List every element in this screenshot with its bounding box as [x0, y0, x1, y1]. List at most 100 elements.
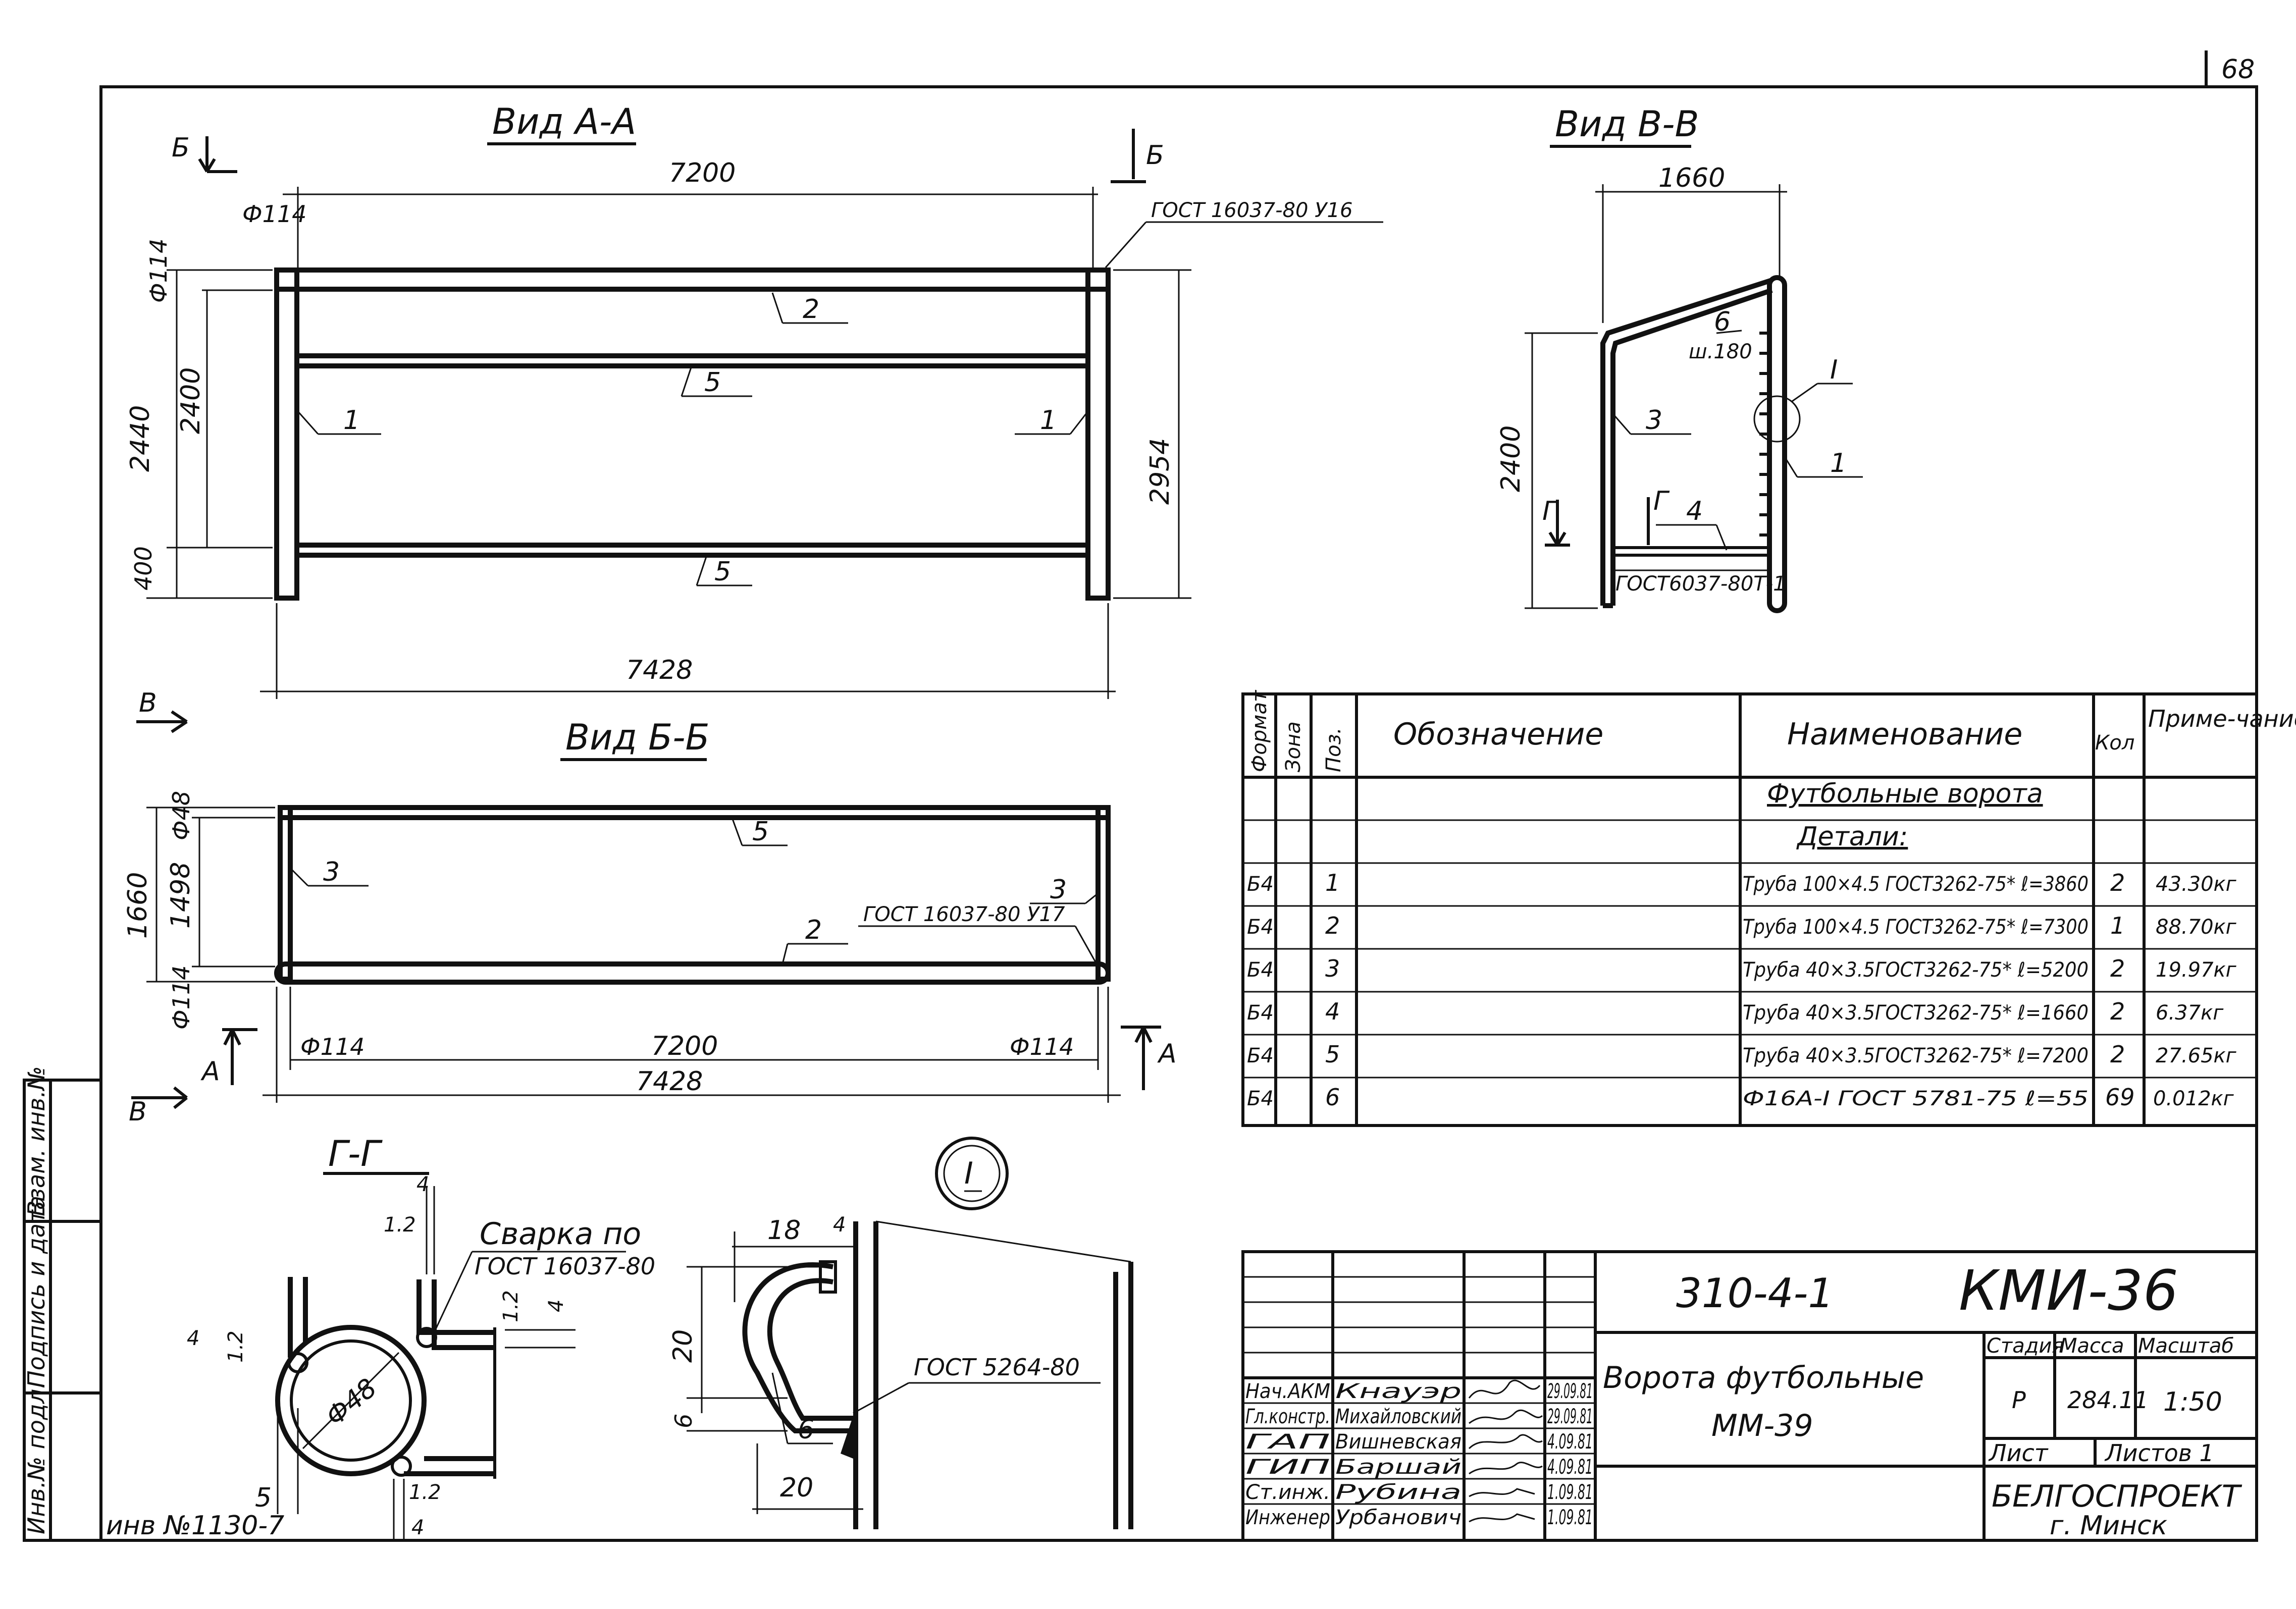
dim-aa-base: 400 [130, 546, 157, 591]
dim-aa-height-outer: 2440 [125, 405, 155, 472]
row-name: Труба 40×3.5ГОСТ3262-75* ℓ=1660 [1743, 1001, 2089, 1025]
dim-vv-height: 2400 [1496, 425, 1526, 492]
dim-bb-height-inner: 1498 [166, 862, 196, 929]
dim-bb-height-outer: 1660 [123, 872, 153, 939]
dim-gg-12-top: 1.2 [384, 1213, 416, 1237]
row-qty: 1 [2110, 912, 2125, 939]
detail-mark-vv: I [1830, 355, 1838, 385]
dim-detail-20-horiz: 20 [780, 1473, 813, 1503]
dim-aa-top: 7200 [669, 158, 736, 188]
row-note: 88.70кг [2156, 916, 2237, 939]
dim-gg-12-bottom: 1.2 [409, 1481, 441, 1504]
staff-role: ГАП [1245, 1430, 1330, 1454]
mass-label: Масса [2060, 1334, 2124, 1358]
row-qty: 69 [2105, 1084, 2135, 1111]
header-note: Приме-чание [2148, 705, 2296, 732]
dim-gg-12-right: 1.2 [499, 1290, 523, 1322]
row-qty: 2 [2110, 869, 2125, 896]
pitch-note: ш.180 [1689, 340, 1752, 363]
dim-gg-4-top: 4 [416, 1173, 429, 1196]
dim-bb-inner: 7200 [651, 1031, 718, 1061]
staff-name: Михайловский [1335, 1405, 1462, 1428]
row-name: Ф16А-I ГОСТ 5781-75 ℓ=55 [1743, 1087, 2089, 1110]
row-pos: 3 [1325, 955, 1340, 982]
pos-aa-5-mid: 5 [704, 367, 721, 398]
header-zone: Зона [1282, 721, 1305, 772]
mass-value: 284.11 [2067, 1386, 2149, 1414]
scale-value: 1:50 [2163, 1387, 2222, 1417]
row-name: Труба 100×4.5 ГОСТ3262-75* ℓ=3860 [1743, 873, 2089, 896]
weld-note-vv: ГОСТ6037-80Т-1 [1615, 572, 1786, 596]
row-pos: 5 [1325, 1041, 1340, 1068]
dim-gg-4-right: 4 [545, 1300, 568, 1312]
header-pos: Поз. [1322, 727, 1345, 772]
series-code: 310-4-1 [1676, 1270, 1834, 1317]
table-row: Б4 5 Труба 40×3.5ГОСТ3262-75* ℓ=7200 2 2… [1247, 1041, 2237, 1068]
row-pos: 4 [1325, 998, 1340, 1025]
row-note: 43.30кг [2156, 873, 2237, 896]
dim-aa-bottom: 7428 [626, 655, 693, 685]
section-gg-title: Г-Г [328, 1133, 383, 1174]
row-name: Труба 40×3.5ГОСТ3262-75* ℓ=5200 [1743, 958, 2089, 982]
dia-bb-114-left: Ф114 [300, 1033, 364, 1060]
row-format: Б4 [1247, 958, 1274, 982]
dim-gg-12-left: 1.2 [224, 1330, 247, 1363]
pos-vv-4: 4 [1686, 496, 1703, 526]
section-gg: Г-Г Ф48 Сварка по ГОСТ 16037-80 4 1.2 4 … [187, 1133, 655, 1539]
staff-date: 29.09.81 [1547, 1380, 1593, 1403]
dia-gg: Ф48 [320, 1373, 383, 1432]
detail-i: I 18 4 20 6 20 6 ГОСТ 5264-80 [668, 1137, 1133, 1529]
pos-detail-6: 6 [798, 1415, 814, 1445]
row-note: 27.65кг [2156, 1044, 2237, 1067]
spec-table: Формат Зона Поз. Обозначение Наименовани… [1241, 689, 2296, 1127]
staff-date: 29.09.81 [1547, 1405, 1593, 1428]
pos-bb-5: 5 [752, 817, 769, 847]
dim-aa-height-inner: 2400 [176, 367, 206, 434]
weld-label-gg: Сварка по [480, 1216, 641, 1252]
staff-role: Инженер [1245, 1506, 1330, 1529]
row-pos: 6 [1325, 1084, 1340, 1111]
table-row: Б4 2 Труба 100×4.5 ГОСТ3262-75* ℓ=7300 1… [1247, 912, 2237, 939]
cut-marker-v-top: В [139, 688, 157, 718]
row-note: 19.97кг [2156, 958, 2237, 982]
pos-bb-2: 2 [805, 915, 822, 945]
pos-bb-3-right: 3 [1050, 875, 1067, 905]
table-row: Б4 1 Труба 100×4.5 ГОСТ3262-75* ℓ=3860 2… [1247, 869, 2237, 896]
header-qty: Кол [2095, 731, 2134, 755]
dim-bb-outer: 7428 [636, 1066, 703, 1097]
stage-label: Стадия [1987, 1334, 2064, 1358]
pos-aa-1-left: 1 [343, 405, 360, 436]
row-pos: 2 [1325, 912, 1340, 939]
row-qty: 2 [2110, 955, 2125, 982]
staff-name: Урбанович [1335, 1506, 1462, 1529]
cut-marker-a-left: А [200, 1056, 220, 1087]
row-pos: 1 [1325, 869, 1340, 896]
pos-vv-3: 3 [1646, 405, 1662, 436]
view-bb: В Вид Б-Б Ф48 1660 1498 Ф114 3 3 5 2 ГОС… [123, 688, 1177, 1127]
staff-date: 1.09.81 [1547, 1506, 1593, 1529]
title-line2: ММ-39 [1711, 1408, 1813, 1443]
cut-marker-b-right: Б [1146, 140, 1164, 171]
dim-gg-4-bottom: 4 [411, 1516, 424, 1539]
row-format: Б4 [1247, 873, 1274, 896]
row-name: Труба 100×4.5 ГОСТ3262-75* ℓ=7300 [1743, 916, 2089, 939]
view-vv: Вид В-В 1660 I [1496, 103, 1863, 613]
sheets-label: Листов 1 [2104, 1439, 2214, 1467]
subsection-title: Детали: [1796, 822, 1908, 852]
cut-marker-b-left: Б [172, 133, 190, 163]
stage-value: Р [2012, 1386, 2026, 1414]
row-format: Б4 [1247, 1044, 1274, 1067]
margin-inv-label: Инв.№ подл. [23, 1381, 50, 1534]
weld-seam [841, 1416, 853, 1459]
sheet-number: 68 [2221, 55, 2255, 85]
pos-aa-5-bottom: 5 [714, 557, 731, 587]
dim-detail-18: 18 [767, 1215, 801, 1246]
staff-name: Вишневская [1335, 1430, 1462, 1454]
dim-vv-width: 1660 [1658, 163, 1725, 193]
table-row: Б4 4 Труба 40×3.5ГОСТ3262-75* ℓ=1660 2 6… [1247, 998, 2224, 1025]
staff-role: Нач.АКМ [1245, 1380, 1330, 1403]
row-qty: 2 [2110, 998, 2125, 1025]
dia-bb-48: Ф48 [168, 791, 195, 840]
pos-aa-2: 2 [803, 294, 819, 325]
